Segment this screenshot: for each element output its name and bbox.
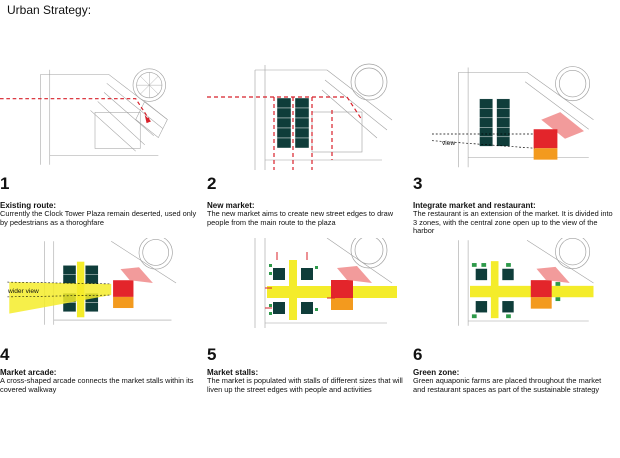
wider-view-label: wider view — [8, 288, 39, 295]
caption-body: Green aquaponic farms are placed through… — [413, 376, 602, 394]
caption-title: Green zone: — [413, 368, 460, 377]
site-plan-2 — [207, 63, 393, 170]
site-plan-1 — [0, 68, 168, 165]
caption-title: Integrate market and restaurant: — [413, 201, 536, 210]
panel-1: 1 Existing route: Currently the Clock To… — [0, 60, 210, 260]
panel-6: 6 Green zone: Green aquaponic farms are … — [413, 238, 603, 458]
caption-title: Market stalls: — [207, 368, 259, 377]
site-plan-6 — [458, 238, 594, 326]
caption-body: The market is populated with stalls of d… — [207, 376, 403, 394]
route-arrow — [0, 98, 150, 120]
site-plan-5 — [254, 238, 397, 328]
caption-body: The restaurant is an extension of the ma… — [413, 209, 613, 236]
panel-number: 1 — [0, 174, 10, 193]
caption-title: Existing route: — [0, 201, 57, 210]
panel-number: 5 — [207, 345, 217, 364]
caption-body: A cross-shaped arcade connects the marke… — [0, 376, 194, 394]
panel-5: 5 Market stalls: The market is populated… — [207, 238, 403, 458]
market-blocks — [276, 97, 310, 149]
site-plan-4 — [7, 238, 177, 325]
panel-3: view 3 Integrate market and restaurant: … — [413, 60, 613, 260]
panel-4: wider view 4 Market arcade: A cross-shap… — [0, 238, 205, 458]
panel-number: 3 — [413, 174, 423, 193]
panel-2: 2 New market: The new market aims to cre… — [207, 60, 397, 260]
panel-number: 4 — [0, 345, 10, 364]
caption-body: The new market aims to create new street… — [207, 209, 394, 227]
caption-body: Currently the Clock Tower Plaza remain d… — [0, 209, 197, 227]
panel-number: 6 — [413, 345, 423, 364]
page-title: Urban Strategy: — [7, 3, 92, 17]
caption-title: Market arcade: — [0, 368, 57, 377]
caption-title: New market: — [207, 201, 255, 210]
site-plan-3 — [431, 66, 594, 168]
panel-number: 2 — [207, 174, 217, 193]
view-label: view — [442, 140, 456, 147]
